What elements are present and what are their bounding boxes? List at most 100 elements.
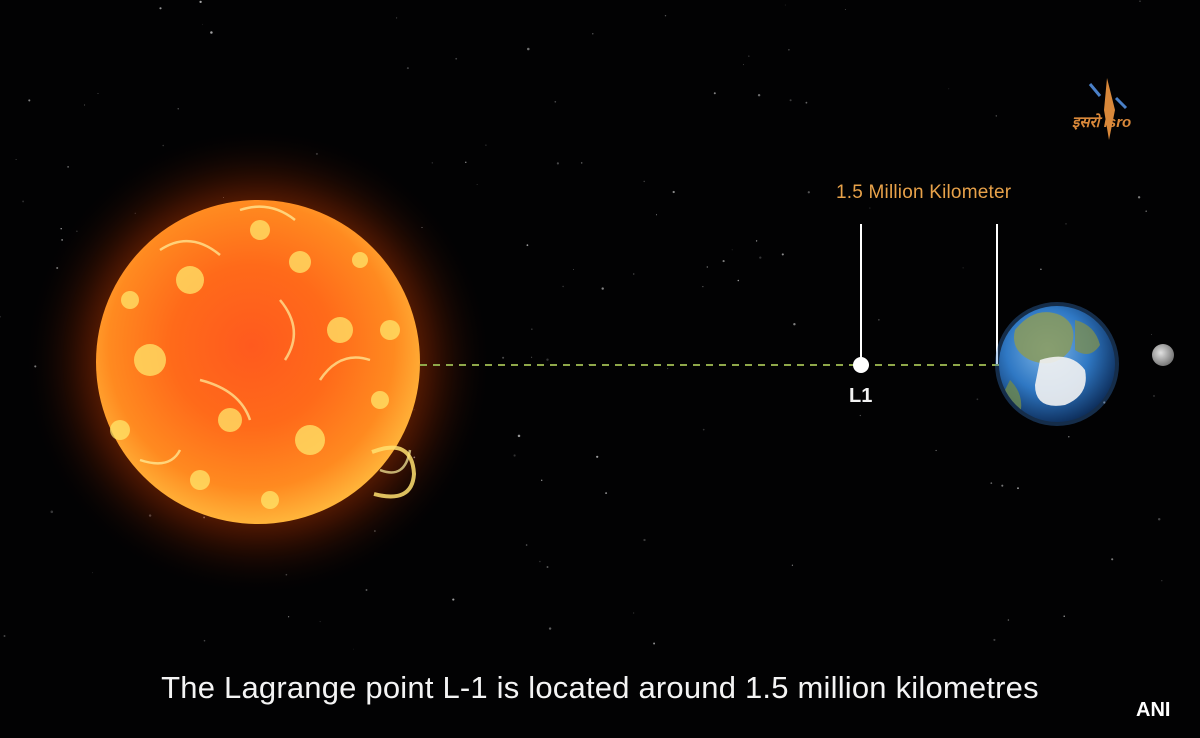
star (546, 358, 549, 361)
star (84, 104, 86, 106)
star (655, 214, 658, 216)
star (672, 190, 675, 194)
star (546, 566, 549, 568)
star (1040, 268, 1042, 270)
star (162, 144, 165, 147)
star (527, 47, 530, 51)
star (807, 191, 810, 194)
star (50, 510, 54, 514)
isro-logo-text: इसरो isro (1072, 114, 1132, 131)
star (287, 616, 290, 618)
star (531, 356, 533, 358)
sun-icon (23, 127, 493, 597)
star (513, 454, 516, 457)
star (67, 166, 69, 168)
star (731, 249, 733, 251)
star (22, 200, 25, 203)
star (502, 356, 505, 359)
star (990, 482, 993, 484)
star (633, 273, 635, 275)
star (1150, 333, 1152, 335)
star (788, 48, 790, 51)
star (539, 560, 541, 563)
star (476, 184, 478, 185)
star (556, 162, 560, 165)
star (748, 55, 750, 57)
star (159, 7, 162, 10)
star (737, 279, 740, 282)
star (995, 115, 998, 117)
star (653, 642, 656, 645)
star (548, 627, 552, 630)
isro-logo-icon (1088, 78, 1128, 140)
star (592, 33, 594, 35)
star (365, 589, 368, 591)
star (1161, 580, 1163, 582)
star (573, 269, 575, 270)
star (554, 100, 557, 103)
star (0, 315, 2, 318)
star (793, 322, 796, 326)
star (962, 267, 964, 269)
star (759, 256, 762, 259)
star (784, 4, 786, 6)
star (706, 266, 708, 268)
star (1001, 484, 1004, 487)
star (1103, 401, 1106, 404)
star (743, 64, 744, 66)
star (1111, 558, 1114, 561)
star (1139, 0, 1141, 2)
star (722, 260, 725, 263)
l1-point (853, 357, 869, 373)
star (28, 99, 31, 102)
star (664, 15, 667, 17)
star (755, 240, 758, 242)
star (199, 0, 202, 4)
star (643, 180, 645, 183)
star (789, 99, 792, 102)
star (993, 638, 996, 641)
star (869, 207, 871, 209)
star (1137, 196, 1141, 199)
star (667, 368, 669, 370)
star (805, 101, 808, 104)
star (3, 635, 6, 637)
star (580, 162, 583, 164)
caption-text: The Lagrange point L-1 is located around… (161, 670, 1039, 705)
star (431, 162, 433, 164)
star (1068, 436, 1070, 438)
star (643, 538, 646, 542)
star (1153, 395, 1155, 397)
moon-icon (1152, 344, 1174, 366)
source-credit: ANI (1136, 699, 1171, 721)
star (485, 144, 487, 146)
star (713, 92, 716, 95)
star (177, 108, 179, 110)
star (97, 92, 99, 95)
star (465, 161, 467, 163)
star (791, 564, 794, 566)
star (702, 428, 705, 431)
star (517, 434, 521, 438)
star (406, 67, 409, 70)
star (15, 158, 17, 161)
star (702, 286, 704, 288)
star (203, 639, 206, 642)
star (210, 31, 213, 34)
star (948, 88, 950, 90)
star (525, 544, 528, 546)
star (1007, 619, 1010, 621)
star (452, 598, 455, 601)
star (526, 244, 529, 247)
star (60, 227, 62, 230)
star (633, 612, 635, 614)
star (396, 17, 398, 19)
star (319, 621, 321, 623)
star (976, 398, 979, 401)
star (562, 285, 564, 288)
star (1157, 517, 1161, 521)
star (531, 328, 533, 330)
star (352, 648, 354, 650)
star (781, 253, 784, 256)
